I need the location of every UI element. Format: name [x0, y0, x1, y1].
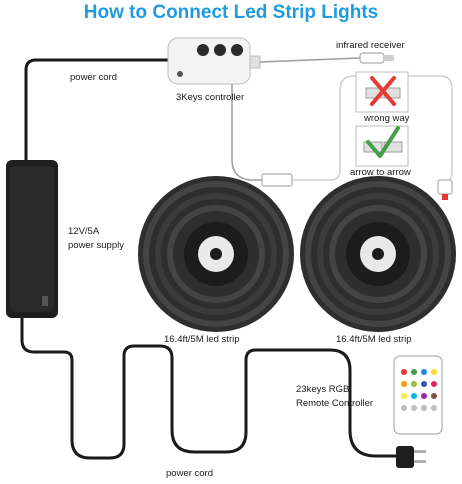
- label-wrong-way: wrong way: [364, 113, 410, 124]
- label-remote-line2: Remote Controller: [296, 398, 374, 409]
- power-cord-top-cable: [24, 58, 170, 160]
- arrow-to-arrow-panel: [355, 125, 409, 167]
- label-power-cord-bottom: power cord: [166, 468, 213, 479]
- controller: [167, 37, 261, 85]
- led-strip-reel-right: [300, 176, 456, 332]
- remote-controller: [393, 355, 443, 435]
- page-title: How to Connect Led Strip Lights: [83, 2, 379, 23]
- wrong-way-panel: [355, 71, 409, 113]
- label-arrow-to-arrow: arrow to arrow: [350, 167, 411, 178]
- label-controller: 3Keys controller: [176, 92, 245, 103]
- label-power-cord-top: power cord: [70, 72, 117, 83]
- label-led-strip-right: 16.4ft/5M led strip: [336, 334, 412, 345]
- power-supply: [6, 160, 58, 318]
- label-remote-line1: 23keys RGB: [296, 384, 350, 395]
- infrared-receiver-plug: [359, 52, 385, 64]
- led-strip-reel-left: [138, 176, 294, 332]
- controller-output-connector: [261, 173, 293, 187]
- label-infrared-receiver: infrared receiver: [336, 40, 405, 51]
- label-power-supply: power supply: [68, 240, 124, 251]
- controller-output-wire: [231, 84, 262, 181]
- power-cord-bottom-cable: [20, 318, 398, 460]
- wall-plug: [396, 446, 426, 468]
- infrared-receiver-wire: [259, 57, 361, 63]
- label-led-strip-left: 16.4ft/5M led strip: [164, 334, 240, 345]
- label-power-supply-voltage: 12V/5A: [68, 226, 100, 237]
